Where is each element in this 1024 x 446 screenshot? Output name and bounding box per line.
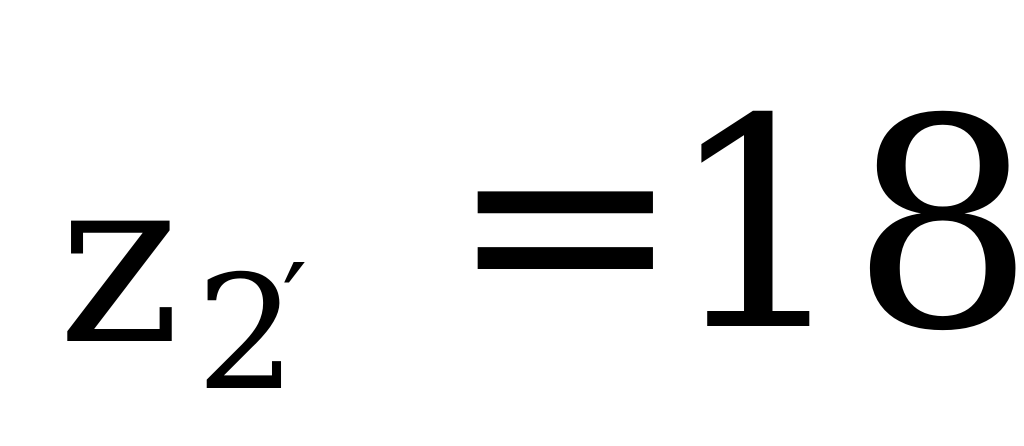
equation-value: 18 <box>666 58 1024 395</box>
prime-mark: ′ <box>282 241 308 371</box>
variable-z: z <box>58 126 181 396</box>
equals-sign: = <box>448 59 683 385</box>
subscript-two: 2 <box>196 242 297 426</box>
